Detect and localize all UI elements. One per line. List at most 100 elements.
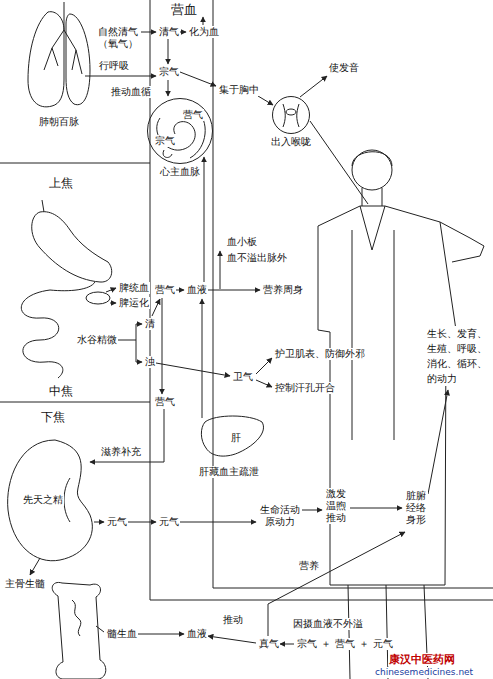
flow-arrow	[136, 340, 142, 362]
flow-arrow	[152, 299, 160, 316]
text-label: 中焦	[48, 384, 74, 398]
flow-arrow	[300, 76, 327, 97]
flow-arrow	[179, 32, 186, 33]
text-label: 推动血循	[110, 86, 152, 98]
text-label: 主骨生髓	[4, 578, 46, 590]
text-label: 行呼吸	[98, 60, 130, 72]
flow-arrow	[302, 510, 322, 511]
text-label: 元气	[106, 516, 128, 528]
text-label: 浊	[144, 356, 156, 368]
text-label: 脾运化	[118, 297, 150, 309]
heart-vessel	[163, 150, 172, 157]
text-label: 清气	[158, 26, 180, 38]
kidney-inner	[64, 478, 70, 522]
trachea	[44, 2, 82, 74]
stomach-drawing	[21, 200, 111, 378]
throat-opening	[286, 109, 296, 115]
flow-arrow	[180, 72, 216, 86]
flow-arrow	[90, 409, 164, 462]
flow-arrow	[106, 288, 116, 292]
leader-line	[310, 121, 368, 204]
text-label: 元气	[158, 516, 180, 528]
liver-drawing	[201, 416, 263, 456]
text-label: 先天之精	[22, 494, 64, 506]
flow-arrow	[141, 32, 156, 33]
text-label: 上焦	[48, 176, 74, 190]
head	[352, 150, 392, 190]
arm	[440, 222, 484, 262]
flow-arrow	[350, 508, 402, 509]
flow-arrow	[94, 522, 104, 523]
flow-arrow	[180, 522, 256, 523]
heart-drawing	[157, 110, 205, 158]
frame-line	[213, 0, 493, 588]
text-label: 集于胸中	[218, 84, 260, 96]
text-label: 营养周身	[262, 284, 304, 296]
text-label: ＋	[320, 638, 332, 650]
flow-arrow	[268, 532, 405, 636]
flow-arrow	[175, 290, 184, 291]
text-label: 滋养补充	[100, 446, 142, 458]
throat-drawing	[283, 104, 299, 127]
flow-arrow	[207, 290, 260, 291]
text-label: 营气	[154, 284, 176, 296]
bone-marrow	[72, 600, 81, 636]
text-label: 营气	[334, 638, 356, 650]
node-text: 出入喉咙	[270, 136, 312, 148]
flow-arrow	[85, 76, 156, 77]
text-label: 激发 温煦 推动	[324, 488, 348, 524]
text-label: 血小板	[226, 236, 258, 248]
text-label: 脏腑 经络 身形	[404, 490, 428, 526]
lung-drawing	[28, 2, 90, 107]
text-label: 营血	[170, 2, 198, 18]
circle-node: 出入喉咙	[272, 96, 310, 134]
text-label: 脾统血	[118, 282, 150, 294]
text-label: 生命活动 原动力	[258, 504, 302, 528]
text-label: 下焦	[40, 410, 66, 424]
text-label: 血液	[186, 284, 208, 296]
region-divider	[0, 402, 150, 403]
circle-node: 营气宗气心主血脉	[147, 98, 213, 164]
text-label: 因摄血液不外溢	[292, 618, 364, 630]
throat-wall	[283, 104, 299, 127]
man-figure	[318, 150, 484, 679]
text-label: ＋	[358, 638, 370, 650]
flow-arrow	[168, 80, 169, 96]
text-label: 化为血	[188, 26, 220, 38]
frame-line	[150, 0, 493, 600]
flow-arrow	[30, 558, 40, 575]
leader-line	[96, 626, 104, 632]
intestine	[21, 282, 95, 378]
flow-arrow	[168, 39, 169, 64]
flow-arrow	[203, 17, 204, 25]
region-divider	[0, 163, 150, 164]
text-label: 控制汗孔开合	[274, 382, 336, 394]
flow-arrow	[220, 251, 221, 289]
text-label: 肝藏血主疏泄	[198, 466, 260, 478]
text-label: 真气	[258, 638, 280, 650]
flow-arrow	[256, 358, 272, 374]
flow-arrow	[428, 390, 448, 494]
node-text: 心主血脉	[159, 166, 201, 178]
text-label: 营养	[298, 560, 320, 572]
jacket	[318, 206, 456, 585]
kidney	[8, 440, 93, 561]
liver	[201, 416, 263, 456]
flow-arrow	[204, 157, 205, 282]
text-label: 血不溢出脉外	[226, 252, 288, 264]
pancreas	[86, 292, 110, 304]
node-text: 宗气	[154, 135, 176, 147]
text-label: 使发音	[328, 62, 360, 74]
flow-arrow	[256, 380, 272, 387]
stomach	[32, 212, 112, 282]
text-label: 宗气	[296, 638, 318, 650]
bone	[52, 582, 106, 679]
flow-arrow	[258, 96, 273, 105]
flow-arrow	[128, 522, 156, 523]
text-label: 宗气	[158, 66, 180, 78]
kidney-drawing	[8, 440, 93, 561]
neck	[362, 188, 382, 206]
